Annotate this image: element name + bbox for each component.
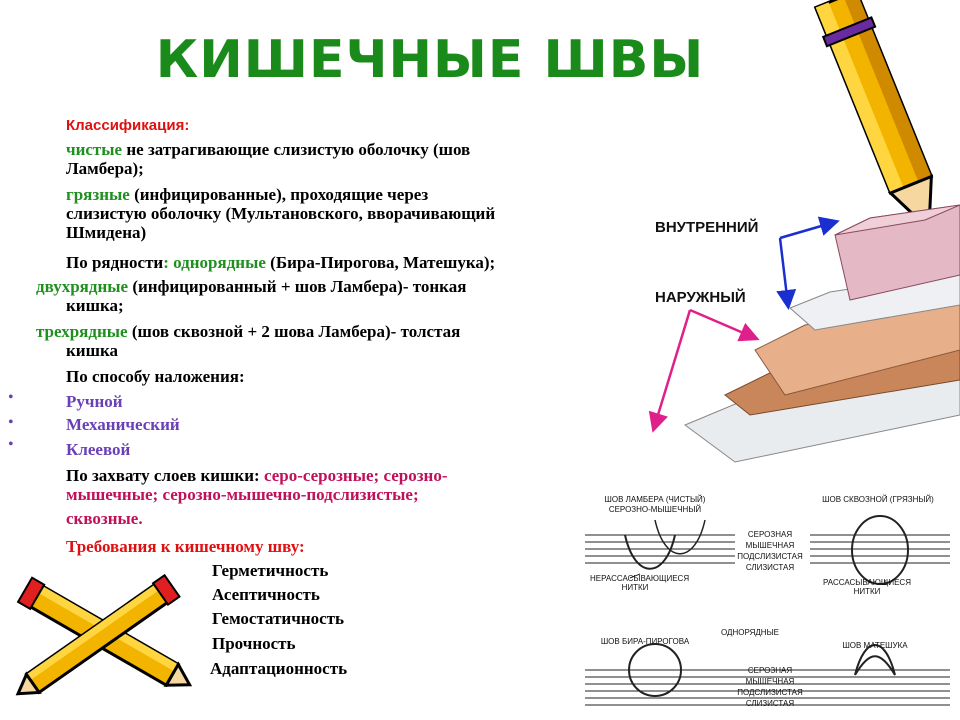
rows-colon: : [163,253,169,272]
layer-serous-bottom: СЕРОЗНАЯ [747,666,793,675]
dirty-text-3: Шмидена) [66,223,147,242]
dirty-sutures: грязные (инфицированные), проходящие чер… [66,185,626,242]
lambert-suture-sub: СЕРОЗНО-МЫШЕЧНЫЙ [608,505,702,514]
req-item-4: Прочность [212,634,296,653]
layers-text-1: серо-серозные; серозно- [263,466,448,485]
layer-muscle-top: МЫШЕЧНАЯ [745,541,795,550]
bullet-2: • [8,414,14,431]
layers-text-3: сквозные. [66,509,143,528]
layer-submucosa-top: ПОДСЛИЗИСТАЯ [737,552,803,561]
dirty-text-2: слизистую оболочку (Мультановского, ввор… [66,204,496,223]
bira-suture-label: ШОВ БИРА-ПИРОГОВА [600,637,690,646]
mateshuk-suture-label: ШОВ МАТЕШУКА [842,641,908,650]
page-title: КИШЕЧНЫЕ ШВЫ [155,30,705,90]
dirty-term: грязные [66,185,130,204]
rows-line: По рядности: однорядные (Бира-Пирогова, … [66,253,626,272]
method-item-manual: Ручной [66,392,123,411]
clean-sutures: чистые не затрагивающие слизистую оболоч… [66,140,606,178]
req-item-3: Гемостатичность [212,609,344,628]
triple-term: трехрядные [36,322,128,341]
rows-rest: (Бира-Пирогова, Матешука); [265,253,496,272]
triple-row: трехрядные (шов сквозной + 2 шова Ламбер… [36,322,616,360]
triple-text-1: (шов сквозной + 2 шова Ламбера)- толстая [127,322,461,341]
double-text-2: кишка; [66,296,124,315]
layer-serous-top: СЕРОЗНАЯ [747,530,793,539]
arrows-overlay [648,216,840,433]
bullet-3: • [8,436,14,453]
lambert-suture-title: ШОВ ЛАМБЕРА (ЧИСТЫЙ) [604,495,706,504]
double-term: двухрядные [36,277,129,296]
layer-muscle-bottom: МЫШЕЧНАЯ [745,677,795,686]
clean-term: чистые [66,140,123,159]
requirements-heading: Требования к кишечному шву: [66,537,305,556]
layer-mucosa-bottom: СЛИЗИСТАЯ [745,699,795,708]
clean-text-1: не затрагивающие слизистую оболочку (шов [122,140,471,159]
dirty-text-1: (инфицированные), проходящие через [129,185,429,204]
layer-mucosa-top: СЛИЗИСТАЯ [745,563,795,572]
req-item-1: Герметичность [212,561,329,580]
single-row-label: ОДНОРЯДНЫЕ [720,628,779,637]
suture-diagrams [585,515,950,706]
layer-submucosa-bottom: ПОДСЛИЗИСТАЯ [737,688,803,697]
crossed-pencils-icon [15,573,193,696]
clean-text-2: Ламбера); [66,159,144,178]
req-item-5: Адаптационность [210,659,348,678]
rows-term: однорядные [168,253,266,272]
inner-layer-label: ВНУТРЕННИЙ [655,219,759,236]
classification-label: Классификация: [66,117,190,134]
method-item-glue: Клеевой [66,440,131,459]
absorbable-label: РАССАСЫВАЮЩИЕСЯ НИТКИ [823,578,911,596]
bullet-1: • [8,389,14,406]
layers-prefix: По захвату слоев кишки: [66,466,264,485]
layers-text-2: мышечные; серозно-мышечно-подслизистые; [66,485,419,504]
non-absorbable-label: НЕРАССАСЫВАЮЩИЕСЯ НИТКИ [590,574,690,592]
through-suture-title: ШОВ СКВОЗНОЙ (ГРЯЗНЫЙ) [822,495,934,504]
intestinal-wall-illustration [683,204,960,463]
double-text-1: (инфицированный + шов Ламбера)- тонкая [128,277,467,296]
layers-block: По захвату слоев кишки: серо-серозные; с… [66,466,566,528]
req-item-2: Асептичность [212,585,320,604]
triple-text-2: кишка [66,341,118,360]
double-row: двухрядные (инфицированный + шов Ламбера… [36,277,616,315]
outer-layer-label: НАРУЖНЫЙ [655,289,746,306]
rows-prefix: По рядности [66,253,164,272]
method-heading: По способу наложения: [66,367,245,386]
method-item-mechanical: Механический [66,415,180,434]
